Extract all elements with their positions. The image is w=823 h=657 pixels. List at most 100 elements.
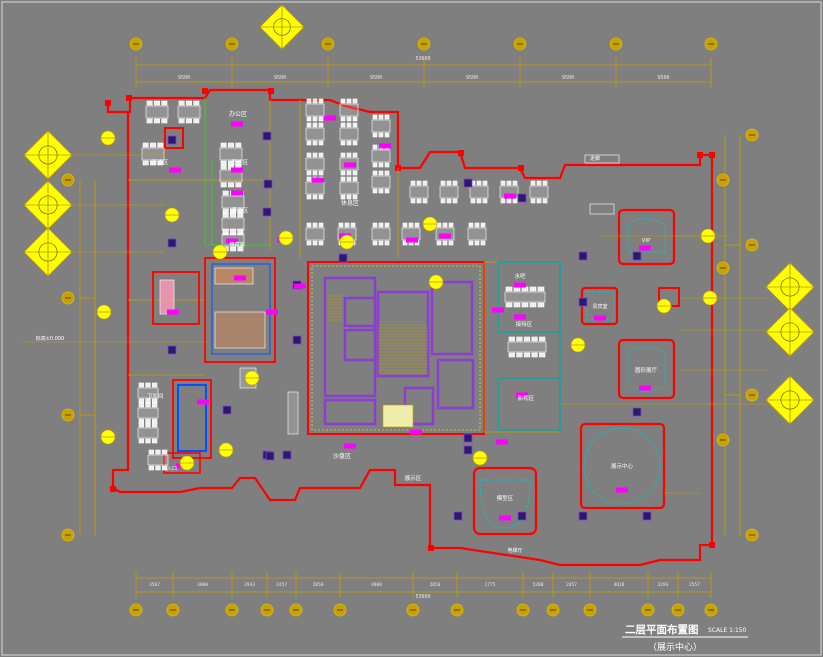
furniture-layout bbox=[137, 98, 620, 471]
label-sand-table: 沙盘区 bbox=[333, 452, 351, 460]
table-set bbox=[305, 222, 325, 246]
tag-marker bbox=[499, 515, 511, 521]
bottom-segment-dimension: 5200 bbox=[533, 582, 544, 588]
column-marker bbox=[517, 193, 527, 203]
table-set bbox=[371, 114, 391, 138]
bottom-total-dimension: 53600 bbox=[415, 594, 430, 600]
bottom-segment-dimension: 3900 bbox=[197, 582, 208, 588]
table-set bbox=[529, 180, 549, 204]
axis-bubble bbox=[289, 603, 303, 617]
axis-bubble bbox=[716, 433, 730, 447]
tag-marker bbox=[514, 314, 526, 320]
tag-marker bbox=[234, 275, 246, 281]
detail-callout bbox=[472, 450, 488, 466]
tag-marker bbox=[169, 167, 181, 173]
elevation-diamond bbox=[259, 4, 305, 50]
table-set bbox=[499, 180, 519, 204]
table-set bbox=[145, 100, 169, 124]
tag-marker bbox=[231, 190, 243, 196]
axis-bubble bbox=[129, 603, 143, 617]
label-lift: 电梯厅 bbox=[507, 547, 522, 554]
detail-callout bbox=[428, 274, 444, 290]
detail-callout bbox=[656, 298, 672, 314]
bottom-segment-dimension: 4818 bbox=[614, 582, 625, 588]
table-set bbox=[137, 422, 159, 444]
tag-marker bbox=[231, 167, 243, 173]
tag-marker bbox=[639, 385, 651, 391]
axis-bubble bbox=[745, 388, 759, 402]
table-set bbox=[147, 449, 169, 471]
drawing-scale: SCALE 1:150 bbox=[708, 627, 747, 634]
elevation-diamond bbox=[23, 227, 73, 277]
tag-marker bbox=[379, 143, 391, 149]
detail-callout bbox=[96, 304, 112, 320]
top-segment-dimension: 9500 bbox=[657, 75, 669, 81]
label-exhibition: 展示区 bbox=[405, 475, 422, 482]
axis-bubble bbox=[406, 603, 420, 617]
table-set bbox=[339, 98, 359, 122]
column-marker bbox=[222, 405, 232, 415]
axis-bubble bbox=[225, 603, 239, 617]
column-marker bbox=[265, 451, 275, 461]
column-marker bbox=[632, 407, 642, 417]
top-segment-dimension: 9500 bbox=[562, 75, 574, 81]
label-bar: 水吧 bbox=[514, 272, 526, 280]
axis-bubble bbox=[333, 603, 347, 617]
axis-bubble bbox=[704, 603, 718, 617]
tag-marker bbox=[167, 309, 179, 315]
green-partitions bbox=[204, 98, 270, 246]
top-segment-dimension: 9500 bbox=[178, 75, 190, 81]
left-dimension-chain bbox=[79, 180, 96, 535]
axis-bubble bbox=[671, 603, 685, 617]
table-set bbox=[371, 170, 391, 194]
column-marker bbox=[578, 251, 588, 261]
tag-marker bbox=[492, 307, 504, 313]
detail-callout bbox=[100, 130, 116, 146]
axis-bubble bbox=[516, 603, 530, 617]
table-set bbox=[439, 180, 459, 204]
label-display-center: 展示中心 bbox=[611, 462, 634, 470]
table-set bbox=[177, 100, 201, 124]
axis-bubble bbox=[745, 128, 759, 142]
table-set bbox=[339, 176, 359, 200]
tag-marker bbox=[406, 237, 418, 243]
tag-marker bbox=[410, 429, 422, 435]
leader-lines bbox=[22, 154, 766, 494]
table-set bbox=[305, 122, 325, 146]
bottom-segment-dimension: 2850 bbox=[430, 582, 441, 588]
label-model-area: 模型区 bbox=[497, 494, 514, 502]
tag-marker bbox=[312, 177, 324, 183]
tag-marker bbox=[231, 121, 243, 127]
column-marker bbox=[263, 179, 273, 189]
column-marker bbox=[463, 433, 473, 443]
column-marker bbox=[578, 297, 588, 307]
label-entrance: 入口 bbox=[167, 466, 177, 472]
elevation-diamond bbox=[23, 180, 73, 230]
table-set bbox=[504, 286, 546, 308]
bottom-segment-dimension: 2775 bbox=[485, 582, 496, 588]
axis-bubble bbox=[129, 37, 143, 51]
label-video-room: 影视区 bbox=[518, 394, 535, 402]
drawing-title: 二层平面布置图 bbox=[625, 623, 699, 636]
top-dimension-chain bbox=[135, 58, 712, 88]
bottom-segment-dimension: 2457 bbox=[276, 582, 287, 588]
column-marker bbox=[282, 450, 292, 460]
column-marker bbox=[517, 511, 527, 521]
tag-marker bbox=[197, 399, 209, 405]
tag-marker bbox=[344, 162, 356, 168]
axis-grid-bubbles bbox=[61, 37, 759, 617]
bottom-segment-dimension: 2457 bbox=[566, 582, 577, 588]
central-core bbox=[307, 261, 485, 435]
axis-bubble bbox=[716, 261, 730, 275]
column-marker bbox=[463, 445, 473, 455]
title-block: 二层平面布置图 SCALE 1:150 （展示中心） bbox=[622, 623, 748, 653]
tag-marker bbox=[594, 315, 606, 321]
bottom-segment-dimension: 3507 bbox=[149, 582, 160, 588]
column-marker bbox=[262, 131, 272, 141]
detail-callout bbox=[100, 429, 116, 445]
axis-bubble bbox=[609, 37, 623, 51]
label-storage: 储藏室 bbox=[229, 241, 244, 248]
tag-marker bbox=[266, 309, 278, 315]
